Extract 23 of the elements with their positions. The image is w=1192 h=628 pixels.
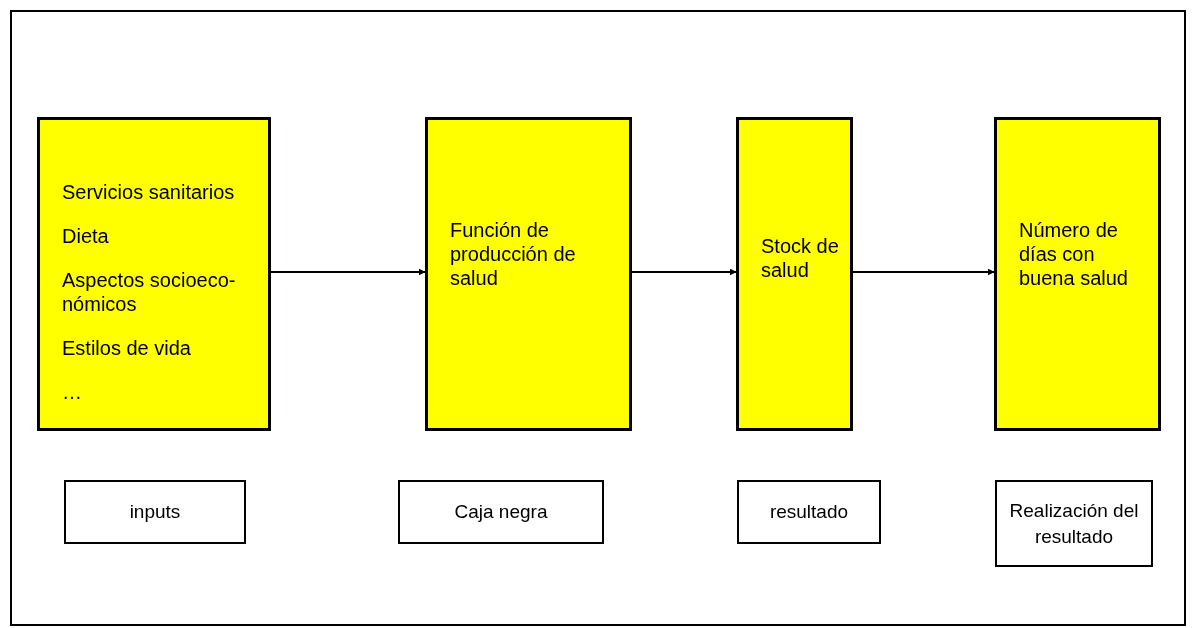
process-box — [736, 117, 853, 431]
arrow — [631, 268, 737, 276]
node-text: Número de días con buena salud — [1019, 218, 1129, 290]
label-box — [398, 480, 604, 544]
process-box — [994, 117, 1161, 431]
node-text: Aspectos socioeco-nómicos — [62, 268, 237, 316]
label-box — [995, 480, 1153, 567]
node-text: Dieta — [62, 224, 110, 248]
process-box — [37, 117, 271, 431]
node-text: Estilos de vida — [62, 336, 192, 360]
label-box — [737, 480, 881, 544]
node-text: Servicios sanitarios — [62, 180, 236, 204]
node-text: … — [62, 380, 83, 404]
node-text: Realización del resultado — [1008, 498, 1140, 549]
node-text: resultado — [769, 500, 849, 524]
node-text: Stock de salud — [761, 234, 840, 282]
node-text: Función de producción de salud — [450, 218, 577, 290]
label-box — [64, 480, 246, 544]
process-box — [425, 117, 632, 431]
arrow — [852, 268, 995, 276]
arrow — [270, 268, 426, 276]
node-text: Caja negra — [454, 500, 548, 524]
node-text: inputs — [129, 500, 181, 524]
